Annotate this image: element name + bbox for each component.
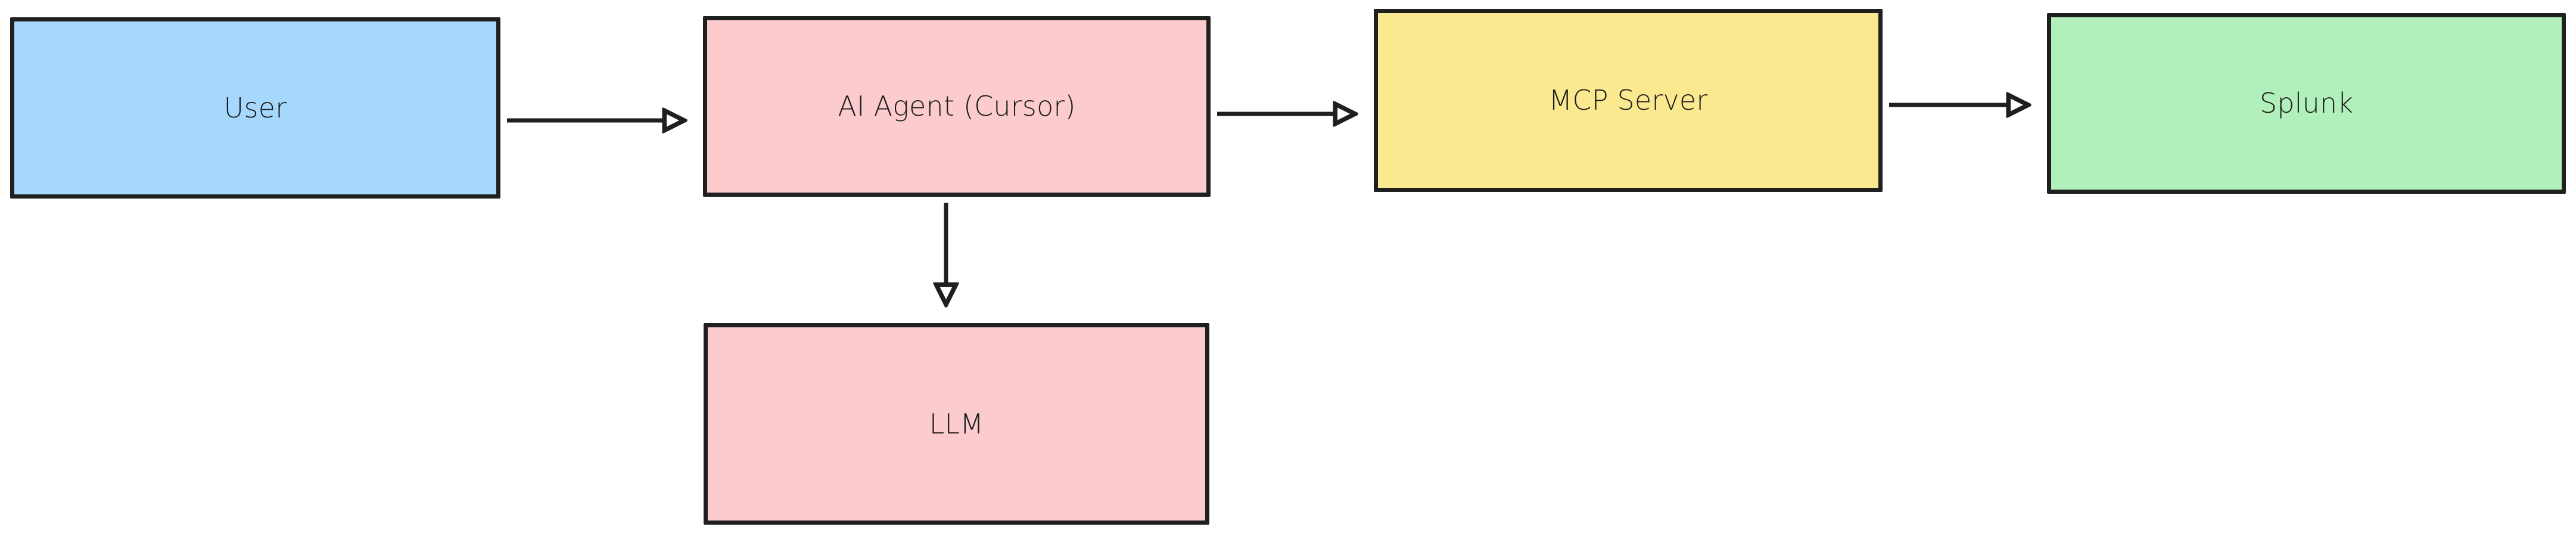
node-user[interactable]: User [10,17,500,199]
node-mcp-server[interactable]: MCP Server [1374,9,1883,192]
node-llm-label: LLM [929,407,984,440]
node-ai-agent[interactable]: AI Agent (Cursor) [703,16,1211,197]
node-splunk[interactable]: Splunk [2047,13,2566,194]
node-splunk-label: Splunk [2259,87,2354,120]
node-ai-agent-label: AI Agent (Cursor) [838,90,1076,123]
node-user-label: User [223,91,287,124]
node-llm[interactable]: LLM [704,323,1209,525]
node-mcp-server-label: MCP Server [1548,84,1708,117]
